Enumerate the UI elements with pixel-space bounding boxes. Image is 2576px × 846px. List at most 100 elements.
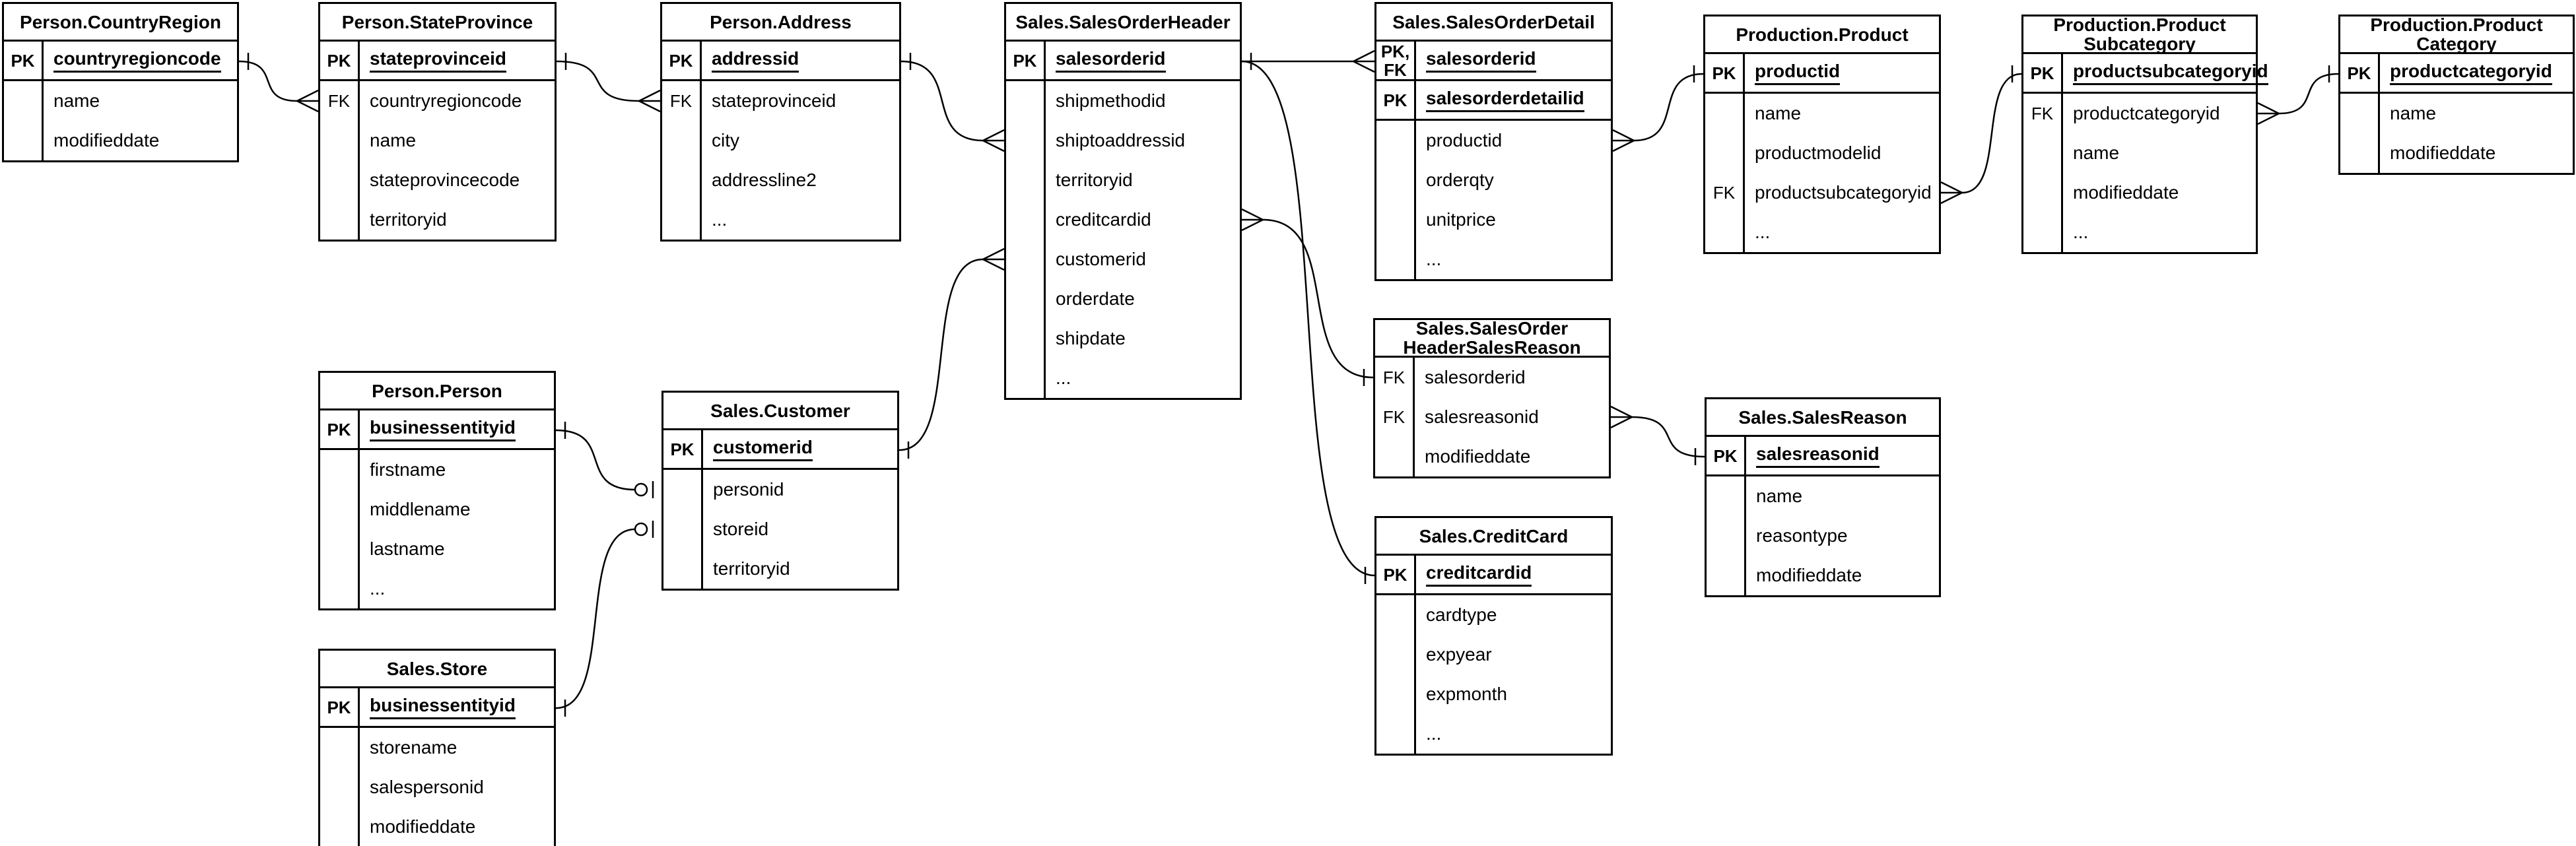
field-row: shiptoaddressid [1006, 121, 1240, 160]
field-row: salespersonid [320, 767, 554, 807]
field-row: name [320, 121, 555, 160]
key-badge [1006, 279, 1046, 319]
key-badge [320, 490, 360, 529]
field-name: shiptoaddressid [1056, 130, 1186, 150]
key-badge [1376, 714, 1416, 754]
field-row: stateprovincecode [320, 160, 555, 200]
key-badge [1705, 212, 1745, 252]
key-badge [1006, 200, 1046, 240]
key-badge [1376, 635, 1416, 674]
key-badge: FK [1375, 358, 1415, 397]
key-badge [320, 200, 360, 240]
field-name: salesreasonid [1425, 407, 1539, 427]
key-badge: PK [1006, 42, 1046, 79]
key-badge [1006, 319, 1046, 358]
field-name: unitprice [1426, 209, 1496, 230]
key-badge [1376, 240, 1416, 279]
field-name: businessentityid [370, 695, 516, 719]
many-marker [2257, 102, 2280, 115]
field-name: ... [2073, 222, 2089, 242]
key-badge: PK [320, 688, 360, 726]
field-name: productcategoryid [2390, 61, 2552, 85]
field-name: salesorderid [1426, 48, 1536, 73]
field-name: countryregioncode [370, 90, 522, 111]
key-badge [1376, 121, 1416, 160]
field-row: territoryid [1006, 160, 1240, 200]
field-name: customerid [713, 437, 813, 461]
key-badge [662, 200, 702, 240]
key-badge: PK [320, 42, 360, 79]
key-badge: PK, FK [1376, 42, 1416, 79]
field-name: orderdate [1056, 288, 1135, 309]
entity-title: Person.StateProvince [320, 4, 555, 42]
field-name: shipmethodid [1056, 90, 1166, 111]
field-row: PK creditcardid [1376, 556, 1611, 595]
relationship-line [555, 528, 636, 709]
field-row: shipmethodid [1006, 81, 1240, 121]
field-row: PK businessentityid [320, 688, 554, 728]
relationship-line [900, 60, 984, 142]
key-badge [1376, 160, 1416, 200]
key-badge [1707, 556, 1746, 595]
field-row: cardtype [1376, 595, 1611, 635]
many-marker [296, 89, 319, 102]
field-row: storeid [663, 509, 897, 549]
field-name: modifieddate [2390, 143, 2496, 163]
field-row: productmodelid [1705, 133, 1939, 173]
many-marker [982, 247, 1005, 261]
field-row: expyear [1376, 635, 1611, 674]
key-badge [1705, 133, 1745, 173]
key-badge [320, 160, 360, 200]
many-marker [1940, 181, 1963, 194]
field-row: storename [320, 728, 554, 767]
field-row: customerid [1006, 240, 1240, 279]
key-badge [663, 509, 703, 549]
relationship-line [898, 258, 984, 451]
key-badge [320, 728, 360, 767]
key-badge [663, 549, 703, 589]
field-name: territoryid [370, 209, 447, 230]
relationship-line [1961, 73, 2022, 194]
key-badge [1375, 437, 1415, 476]
entity-title: Sales.Store [320, 651, 554, 688]
field-name: ... [712, 209, 728, 230]
field-row: name [2340, 94, 2573, 133]
zero-or-one-marker [634, 482, 648, 497]
field-name: creditcardid [1426, 562, 1532, 587]
field-row: territoryid [320, 200, 555, 240]
relationship-line [1631, 416, 1705, 458]
entity-title: Sales.Customer [663, 393, 897, 430]
many-marker [638, 89, 661, 102]
key-badge [1006, 240, 1046, 279]
entity-title: Sales.SalesOrderHeader [1006, 4, 1240, 42]
field-name: salespersonid [370, 777, 484, 797]
field-row: modifieddate [1375, 437, 1609, 476]
key-badge: PK [1705, 54, 1745, 92]
key-badge [1376, 200, 1416, 240]
field-name: salesorderid [1056, 48, 1166, 73]
field-row: shipdate [1006, 319, 1240, 358]
key-badge: FK [1375, 397, 1415, 437]
relationship-line [238, 60, 298, 102]
field-row: name [2023, 133, 2256, 173]
field-name: ... [1426, 249, 1442, 269]
field-name: modifieddate [1425, 446, 1531, 467]
field-name: productmodelid [1755, 143, 1881, 163]
entity-title: Person.Person [320, 373, 554, 410]
field-name: firstname [370, 459, 446, 480]
field-row: expmonth [1376, 674, 1611, 714]
field-name: ... [1056, 368, 1071, 388]
key-badge: PK [1376, 556, 1416, 593]
